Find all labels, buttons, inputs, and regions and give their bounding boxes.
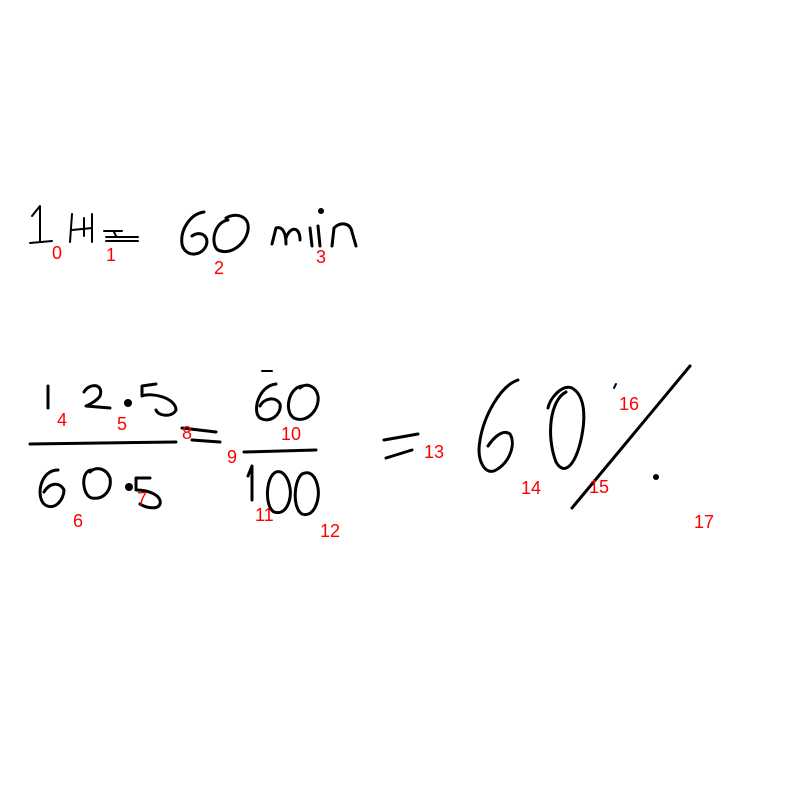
ink-stroke-0 bbox=[29, 205, 53, 244]
stroke-label-13: 13 bbox=[424, 442, 445, 462]
stroke-label-4: 4 bbox=[57, 410, 68, 430]
ink-stroke-11 bbox=[246, 464, 292, 515]
ink-stroke-13 bbox=[382, 432, 420, 460]
ink-stroke-1 bbox=[69, 213, 139, 243]
ink-stroke-8 bbox=[180, 426, 218, 434]
ink-stroke-3 bbox=[270, 208, 358, 248]
stroke-label-15: 15 bbox=[589, 477, 610, 497]
ink-stroke-2 bbox=[180, 210, 250, 256]
stroke-label-9: 9 bbox=[227, 447, 238, 467]
stroke-label-5: 5 bbox=[117, 414, 128, 434]
ink-stroke-10 bbox=[242, 370, 320, 454]
stroke-label-0: 0 bbox=[52, 243, 63, 263]
stroke-label-3: 3 bbox=[316, 247, 327, 267]
stroke-label-17: 17 bbox=[694, 512, 715, 532]
ink-stroke-17 bbox=[653, 474, 659, 480]
stroke-label-10: 10 bbox=[281, 424, 302, 444]
ink-stroke-9 bbox=[190, 438, 222, 444]
ink-stroke-7 bbox=[125, 476, 162, 510]
ink-stroke-5 bbox=[124, 382, 178, 417]
ink-stroke-4 bbox=[46, 384, 112, 410]
ink-stroke-14 bbox=[477, 378, 520, 473]
ink-stroke-16 bbox=[570, 364, 692, 510]
stroke-label-7: 7 bbox=[137, 489, 148, 509]
stroke-label-8: 8 bbox=[182, 423, 193, 443]
stroke-label-2: 2 bbox=[214, 258, 225, 278]
stroke-label-1: 1 bbox=[106, 245, 117, 265]
stroke-label-11: 11 bbox=[255, 505, 274, 525]
stroke-label-6: 6 bbox=[73, 511, 84, 531]
stroke-label-16: 16 bbox=[619, 394, 640, 414]
ink-stroke-15 bbox=[546, 385, 586, 470]
ink-stroke-12 bbox=[293, 471, 320, 517]
stroke-label-12: 12 bbox=[320, 521, 341, 541]
ink-stroke-6 bbox=[28, 440, 178, 509]
stroke-label-14: 14 bbox=[521, 478, 542, 498]
